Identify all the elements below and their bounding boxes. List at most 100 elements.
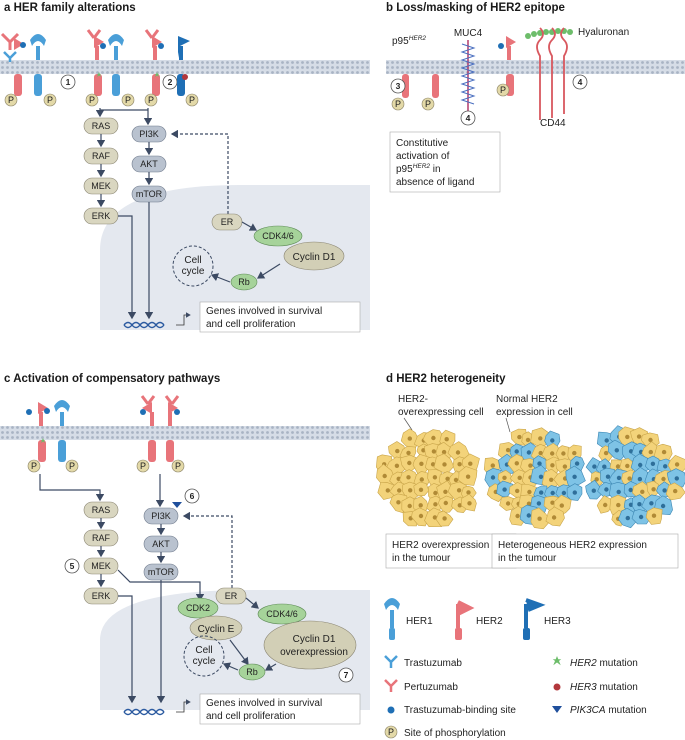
- cell-nucleus: [662, 488, 667, 493]
- marker-4-label: 4: [578, 77, 583, 87]
- phospho-label: P: [31, 461, 37, 471]
- cell-nucleus: [574, 461, 580, 466]
- cyclin-d1-label: Cyclin D1: [293, 252, 336, 263]
- tumour-heterogeneous-cluster: [585, 425, 685, 529]
- cell-nucleus: [648, 449, 653, 455]
- cell-cycle-label: cycle: [193, 656, 216, 667]
- phospho-icon: [43, 93, 57, 107]
- overexpression-caption: HER2 overexpression: [392, 540, 489, 551]
- rb-node: [230, 273, 258, 291]
- cell-nucleus: [561, 490, 567, 496]
- cell-nucleus: [615, 464, 621, 469]
- muc4-icon: [460, 40, 476, 112]
- her3-mutation-legend-icon: [553, 683, 561, 691]
- marker-3-label: 3: [396, 81, 401, 91]
- genes-label: and cell proliferation: [206, 319, 296, 330]
- cell-nucleus: [441, 449, 447, 455]
- legend-trastuzumab-label: Trastuzumab: [404, 658, 462, 669]
- cell-nucleus: [538, 450, 543, 456]
- cell-nucleus: [395, 448, 400, 454]
- cell-membrane: [386, 60, 685, 74]
- cell-nucleus: [456, 488, 462, 493]
- cell-nucleus: [526, 450, 532, 455]
- cell-nucleus: [661, 449, 667, 455]
- phospho-legend-icon: [384, 725, 398, 739]
- cell-nucleus: [443, 489, 448, 494]
- her1-legend-icon: [384, 598, 400, 640]
- phospho-label: P: [395, 99, 401, 109]
- cell-nucleus: [490, 463, 495, 468]
- marker-5-label: 5: [70, 561, 75, 571]
- tumour-overexpression-cluster: [375, 428, 480, 528]
- legend-phospho-label: Site of phosphorylation: [404, 728, 506, 739]
- panel-d: HER2- overexpressing cell Normal HER2 ex…: [375, 394, 685, 569]
- cell-nucleus: [407, 460, 412, 466]
- marker-5: [64, 558, 80, 574]
- cell-nucleus: [638, 462, 643, 468]
- cell-nucleus: [550, 463, 555, 468]
- cell-nucleus: [457, 503, 462, 508]
- normal-her2-cell-label: Normal HER2: [496, 394, 558, 405]
- her2-receptor: [38, 402, 48, 462]
- phospho-label: P: [500, 85, 506, 95]
- phospho-label: P: [8, 95, 14, 105]
- cell-nucleus: [625, 463, 630, 469]
- her2-mutation-icon: [97, 72, 101, 77]
- cell-nucleus: [490, 475, 496, 480]
- akt-label: AKT: [140, 159, 158, 169]
- cell-nucleus: [528, 463, 533, 468]
- cell-nucleus: [467, 501, 472, 506]
- cell-nucleus: [418, 513, 424, 519]
- p95-receptor: [402, 74, 409, 98]
- trastuzumab-binding-site-icon: [140, 409, 146, 415]
- phospho-icon: [85, 93, 99, 107]
- p95-info-text: p95HER2 in: [396, 163, 441, 175]
- cell-nucleus: [514, 449, 519, 454]
- legend-her2-mutation-label: HER2 mutation: [570, 658, 638, 669]
- cell-nucleus: [592, 464, 597, 469]
- heterogeneous-caption-box: [491, 533, 679, 569]
- cell-nucleus: [638, 514, 644, 520]
- cell-nucleus: [628, 487, 633, 493]
- phospho-label: P: [47, 95, 53, 105]
- cell-cycle-label: Cell: [195, 645, 212, 656]
- dna-icon: [123, 321, 165, 329]
- her2-mutation-legend-icon: [552, 655, 562, 666]
- heterogeneous-caption: in the tumour: [498, 553, 557, 564]
- phospho-label: P: [89, 95, 95, 105]
- cell-nucleus: [663, 464, 668, 469]
- phospho-label: P: [388, 727, 394, 737]
- cell-cycle-label: cycle: [182, 266, 205, 277]
- cell-nucleus: [562, 464, 568, 469]
- pertuzumab-legend-icon: [384, 679, 398, 692]
- cell-nucleus: [408, 488, 413, 493]
- cell-nucleus: [419, 477, 424, 482]
- rb-node: [238, 663, 266, 681]
- cell-nucleus: [385, 488, 390, 493]
- cell-nucleus: [406, 450, 411, 456]
- cell-nucleus: [537, 461, 542, 466]
- cell-nucleus: [651, 513, 657, 518]
- panel-c: P P P P R: [0, 395, 370, 725]
- cell-nucleus: [538, 436, 543, 441]
- cell-nucleus: [442, 462, 447, 467]
- overexpression-caption: in the tumour: [392, 553, 451, 564]
- phospho-icon: [421, 97, 435, 111]
- phospho-icon: [171, 459, 185, 473]
- cell-nucleus: [602, 464, 607, 469]
- cell-nucleus: [648, 437, 653, 443]
- legend-her3-label: HER3: [544, 616, 571, 627]
- marker-4: [572, 74, 588, 90]
- cd44-icon: [536, 27, 568, 120]
- cell-membrane: [0, 60, 370, 74]
- cell-nucleus: [468, 461, 473, 466]
- genes-box: [199, 693, 361, 725]
- mtor-label: mTOR: [136, 189, 163, 199]
- legend-pertuzumab-label: Pertuzumab: [404, 682, 458, 693]
- panel-c-title: c Activation of compensatory pathways: [4, 373, 220, 385]
- phospho-icon: [144, 93, 158, 107]
- legend-her2-label: HER2: [476, 616, 503, 627]
- cell-nucleus: [431, 435, 436, 441]
- cell-nucleus: [603, 450, 609, 456]
